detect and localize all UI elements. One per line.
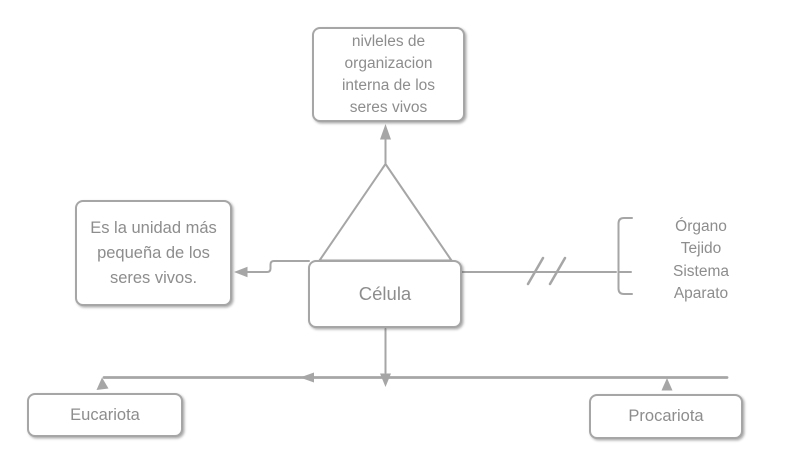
list-item: Sistema [673,262,729,280]
node-procariota-label: Procariota [628,407,704,425]
arrowhead-up-icon [380,124,391,140]
list-item: Órgano [675,218,727,235]
organization-levels-list: Órgano Tejido Sistema Aparato [655,216,747,306]
node-levels-label: nivleles de organizacion interna de los … [341,32,436,116]
arrowhead-up-eucariota-icon [96,377,109,390]
bracket-shape [617,217,633,295]
connector-celula-to-definition [246,260,310,273]
break-slashes-icon [526,256,567,286]
node-levels-of-organization: nivleles de organizacion interna de los … [312,27,465,122]
node-eucariota: Eucariota [27,393,183,437]
node-procariota: Procariota [589,394,743,439]
node-definition-label: Es la unidad más pequeña de los seres vi… [90,218,217,287]
node-eucariota-label: Eucariota [70,405,140,424]
arrowhead-left-icon [234,266,248,278]
arrowhead-up-procariota-icon [661,378,673,391]
triangle-shape [318,163,453,262]
arrowhead-down-icon [380,373,391,387]
node-celula: Célula [308,260,462,328]
arrowhead-left-mid-icon [300,372,314,383]
list-item: Aparato [673,285,729,303]
node-celula-label: Célula [358,283,412,304]
node-definition: Es la unidad más pequeña de los seres vi… [75,200,232,306]
list-item: Tejido [680,240,722,258]
